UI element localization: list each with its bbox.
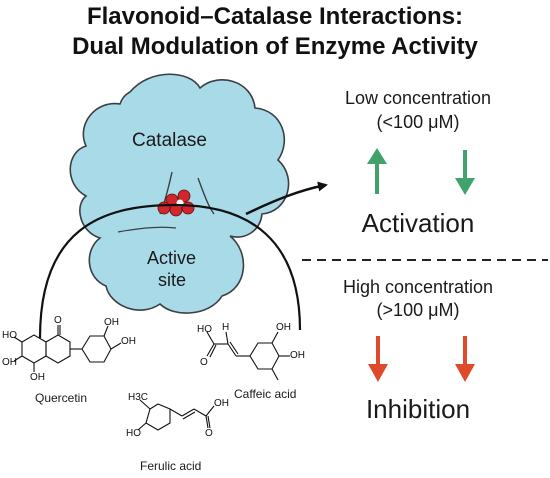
high-concentration-label: High concentration [342,277,494,297]
atom-label: H3C [128,392,149,403]
catalase-label: Catalase [132,130,207,151]
atom-label: O [200,357,208,368]
binding-arc [38,203,302,339]
atom-label: O [205,428,213,439]
caffeic-acid-structure [206,331,290,381]
inhibition-label: Inhibition [365,394,471,424]
ferulic-acid-structure [137,399,215,431]
compound-label-caffeic-acid: Caffeic acid [234,387,297,401]
activation-up-arrow [367,148,387,194]
atom-label: OH [276,322,291,333]
quercetin-structure [13,325,122,372]
atom-label: OH [30,372,45,383]
atom-label: HO [2,330,17,341]
atom-label: OH [2,357,17,368]
atom-label: O [54,315,62,326]
catalase-groove-line [197,177,215,215]
atom-label: H [222,322,230,333]
title-line-2: Dual Modulation of Enzyme Activity [72,33,478,60]
effect-arrow [245,181,328,216]
catalase-groove-line [117,226,177,233]
active-site-label-line2: site [158,270,187,290]
atom-label: HO [126,428,141,439]
activation-label: Activation [361,208,475,238]
compound-label-ferulic-acid: Ferulic acid [140,459,202,473]
inhibition-down-arrow [368,336,388,382]
activation-down-arrow [455,150,475,195]
inhibition-down-arrow [455,336,475,382]
low-concentration-label: Low concentration [344,88,492,108]
atom-label: OH [104,317,119,328]
compound-label-quercetin: Quercetin [35,391,88,405]
low-concentration-range: (<100 μM) [376,112,460,132]
atom-label: OH [121,336,136,347]
atom-label: HO [197,324,212,335]
high-concentration-range: (>100 μM) [376,300,460,320]
active-site-label-line1: Active [147,248,197,268]
atom-label: OH [214,398,229,409]
title-line-1: Flavonoid–Catalase Interactions: [86,3,464,30]
atom-label: OH [290,350,305,361]
